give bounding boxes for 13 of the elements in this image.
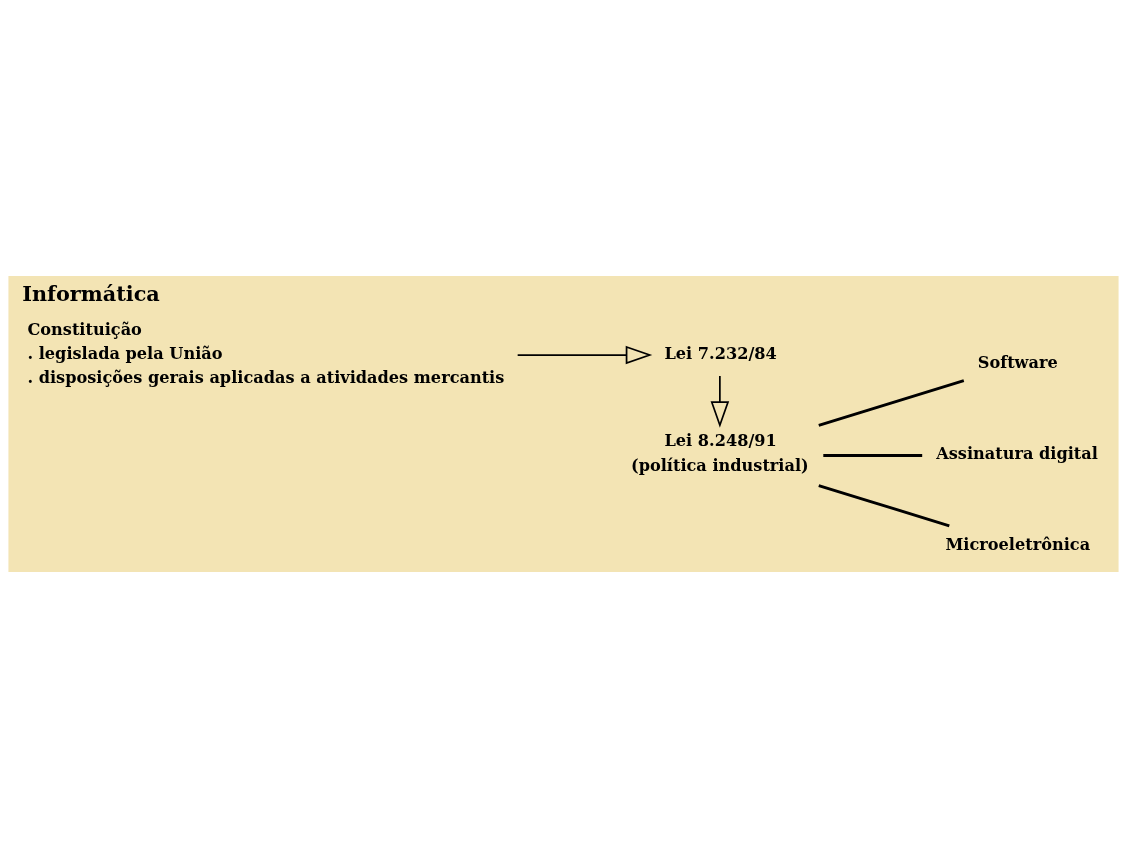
connector [818,483,950,527]
node-text: Software [977,352,1058,372]
node-label: (política industrial) [631,455,809,475]
connector [823,453,923,457]
node-text: Assinatura digital [936,443,1098,463]
node-text: Lei 7.232/84 [664,343,777,363]
node-text: Lei 8.248/91 [664,430,777,450]
node-text: Constituição . legislada pela União . disposições gerais aplicadas a atividades mercantis [27,319,505,387]
node-text: Microeletrônica [945,534,1091,554]
diagram-title: Informática [22,280,160,306]
arrow [516,345,653,364]
connector [818,378,965,427]
arrow [710,374,730,428]
